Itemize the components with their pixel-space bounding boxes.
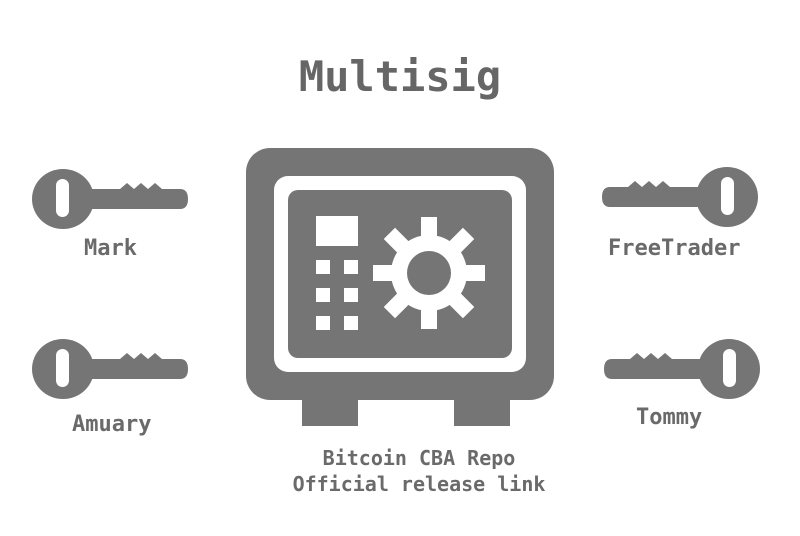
key-icon [32, 169, 188, 229]
key-icon [604, 339, 760, 399]
key-icon [602, 167, 758, 227]
vault-caption-line1: Bitcoin CBA Repo [322, 446, 516, 470]
key-icon [32, 339, 188, 399]
vault-caption-line2: Official release link [292, 472, 546, 496]
keyholder-label: Mark [84, 236, 137, 261]
keyholder-label: Tommy [636, 405, 703, 430]
keyholder-label: Amuary [72, 412, 152, 437]
safe-icon [246, 148, 554, 426]
keyholder-label: FreeTrader [608, 236, 741, 261]
page-title: Multisig [298, 52, 502, 101]
